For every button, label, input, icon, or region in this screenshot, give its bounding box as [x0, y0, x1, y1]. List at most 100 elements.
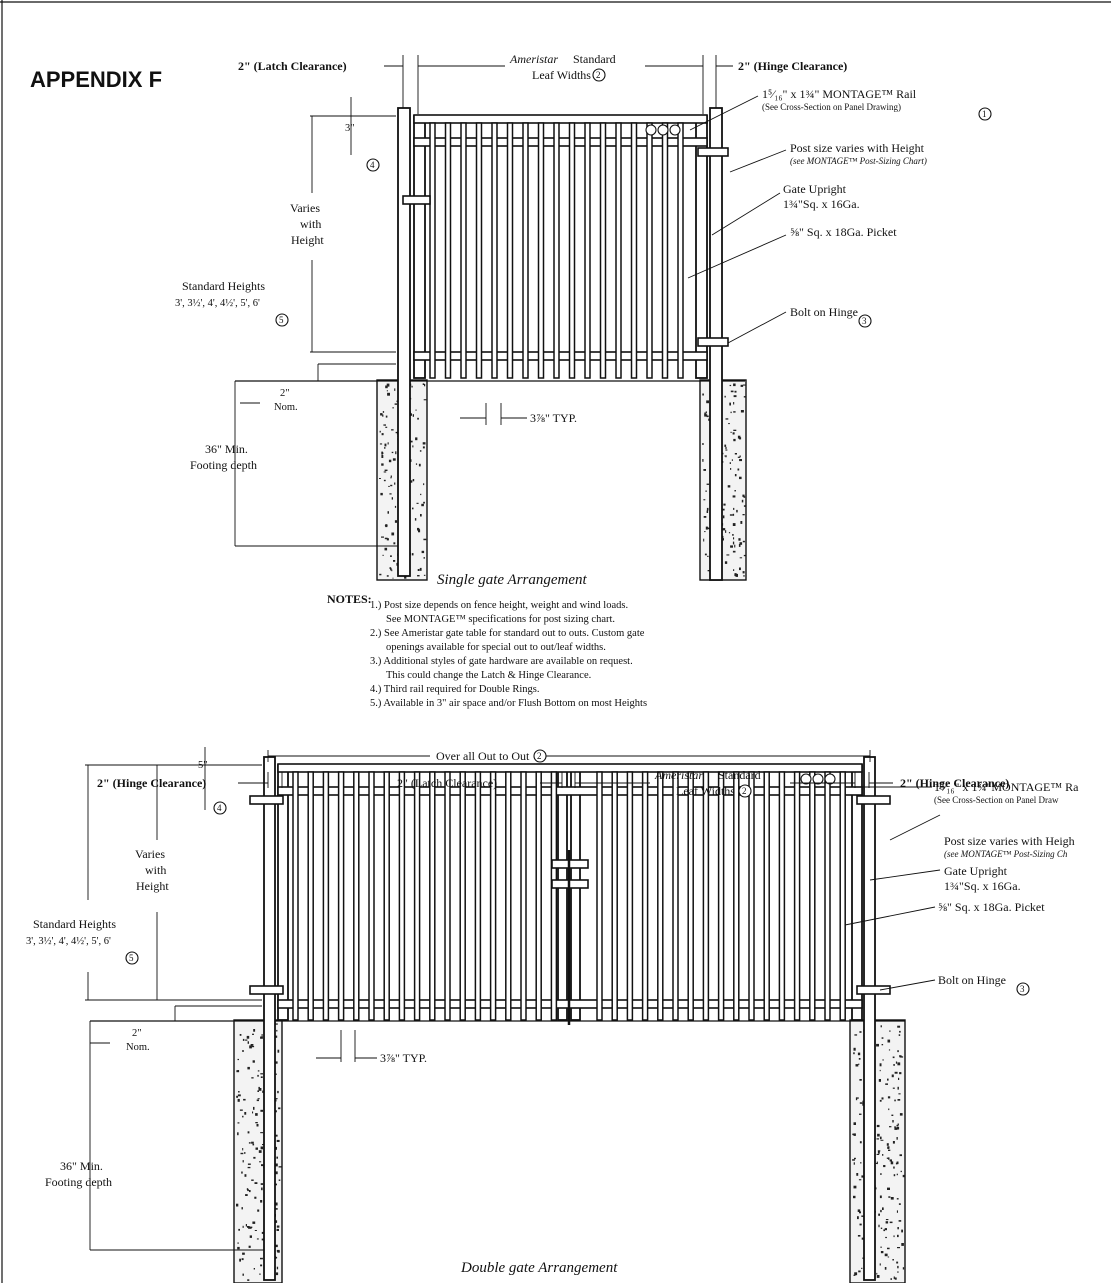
footing-speck	[253, 1156, 256, 1159]
footing-speck	[392, 407, 394, 409]
footing-speck	[885, 1219, 889, 1221]
footing-speck	[239, 1109, 243, 1111]
footing-speck	[737, 456, 741, 458]
footing-depth-label-1: 36" Min.	[60, 1159, 103, 1173]
hinge-top-left	[249, 795, 284, 805]
footing-speck	[381, 455, 384, 458]
note-2a: 2.) See Ameristar gate table for standar…	[370, 628, 645, 639]
footing-speck	[899, 1055, 901, 1058]
footing-speck	[739, 542, 743, 545]
footing-speck	[394, 482, 396, 485]
footing-speck	[733, 569, 735, 571]
picket	[646, 122, 653, 379]
picket	[322, 771, 330, 1021]
footing-speck	[237, 1094, 241, 1097]
footing-speck	[740, 384, 744, 387]
footing-speck	[380, 492, 383, 496]
notes-heading: NOTES:	[327, 592, 372, 606]
footing-speck	[897, 1050, 899, 1053]
footing-speck	[879, 1263, 881, 1266]
footing-speck	[275, 1163, 278, 1167]
picket	[413, 771, 421, 1021]
footing-speck	[892, 1087, 895, 1089]
footing-speck	[257, 1090, 259, 1092]
footing-speck	[743, 554, 746, 557]
footing-speck	[247, 1189, 249, 1192]
footing-speck	[734, 573, 737, 575]
footing-speck	[732, 550, 736, 553]
footing-speck	[275, 1257, 278, 1259]
footing-speck	[730, 545, 733, 548]
footing-speck	[739, 567, 741, 571]
notes-block: NOTES: 1.) Post size depends on fence he…	[327, 592, 647, 709]
picket	[839, 771, 846, 1021]
footing-speck	[275, 1035, 278, 1038]
footing-speck	[276, 1228, 279, 1231]
footing-speck	[739, 557, 743, 559]
footing-speck	[897, 1099, 901, 1101]
footing-speck	[880, 1246, 882, 1248]
footing-speck	[855, 1097, 858, 1101]
leader-line	[727, 311, 787, 344]
footing-speck	[381, 451, 383, 455]
marker-3	[1016, 982, 1030, 996]
leaf-width-label-2: Leaf Widths	[532, 68, 591, 82]
footing-speck	[852, 1159, 855, 1161]
footing-speck	[853, 1185, 857, 1189]
footing-speck	[876, 1161, 878, 1165]
footing-speck	[895, 1061, 898, 1064]
footing-speck	[419, 567, 422, 571]
footing-speck	[901, 1243, 904, 1246]
footing-speck	[394, 520, 397, 523]
footing-speck	[260, 1073, 263, 1075]
footing-speck	[896, 1198, 899, 1200]
footing-speck	[239, 1258, 241, 1262]
footing-speck	[390, 477, 392, 479]
footing-speck	[248, 1226, 251, 1229]
footing-speck	[261, 1164, 264, 1167]
footing-speck	[892, 1120, 894, 1123]
footing-speck	[741, 499, 744, 503]
footing-speck	[897, 1234, 899, 1238]
varies-label-1: Varies	[290, 201, 320, 215]
footing-speck	[859, 1031, 862, 1033]
footing-speck	[732, 534, 734, 536]
footing-speck	[739, 455, 741, 457]
footing-speck	[390, 555, 392, 557]
footing-speck	[253, 1106, 255, 1110]
footing-speck	[858, 1063, 860, 1065]
footing-speck	[877, 1151, 880, 1154]
footing-speck	[897, 1247, 900, 1249]
footing-speck	[418, 463, 421, 467]
footing-speck	[878, 1213, 880, 1216]
footing-speck	[739, 476, 742, 480]
footing-speck	[889, 1221, 893, 1224]
footing-speck	[423, 557, 425, 559]
right-footing	[849, 1019, 906, 1283]
standard-heights-values: 3', 3½', 4', 4½', 5', 6'	[175, 298, 260, 309]
footing-speck	[887, 1096, 891, 1099]
footing-speck	[241, 1171, 243, 1174]
footing-speck	[239, 1034, 242, 1036]
varies-label-3: Height	[136, 879, 169, 893]
bottom-rail	[413, 351, 708, 361]
footing-speck	[383, 479, 386, 482]
footing-speck	[855, 1064, 859, 1067]
footing-speck	[857, 1209, 861, 1212]
footing-speck	[859, 1211, 861, 1214]
footing-speck	[420, 493, 422, 496]
footing-speck	[412, 445, 414, 448]
footing-speck	[247, 1041, 249, 1044]
footing-speck	[386, 383, 390, 387]
footing-speck	[891, 1074, 894, 1078]
second-rail	[277, 786, 863, 796]
footing-speck	[420, 514, 422, 517]
footing-speck	[247, 1163, 251, 1165]
picket	[489, 771, 497, 1021]
picket	[584, 122, 591, 379]
footing-speck	[390, 484, 393, 487]
footing-speck	[250, 1227, 252, 1229]
footing-speck	[898, 1093, 901, 1095]
footing-speck	[423, 574, 426, 576]
footing-speck	[706, 415, 709, 418]
